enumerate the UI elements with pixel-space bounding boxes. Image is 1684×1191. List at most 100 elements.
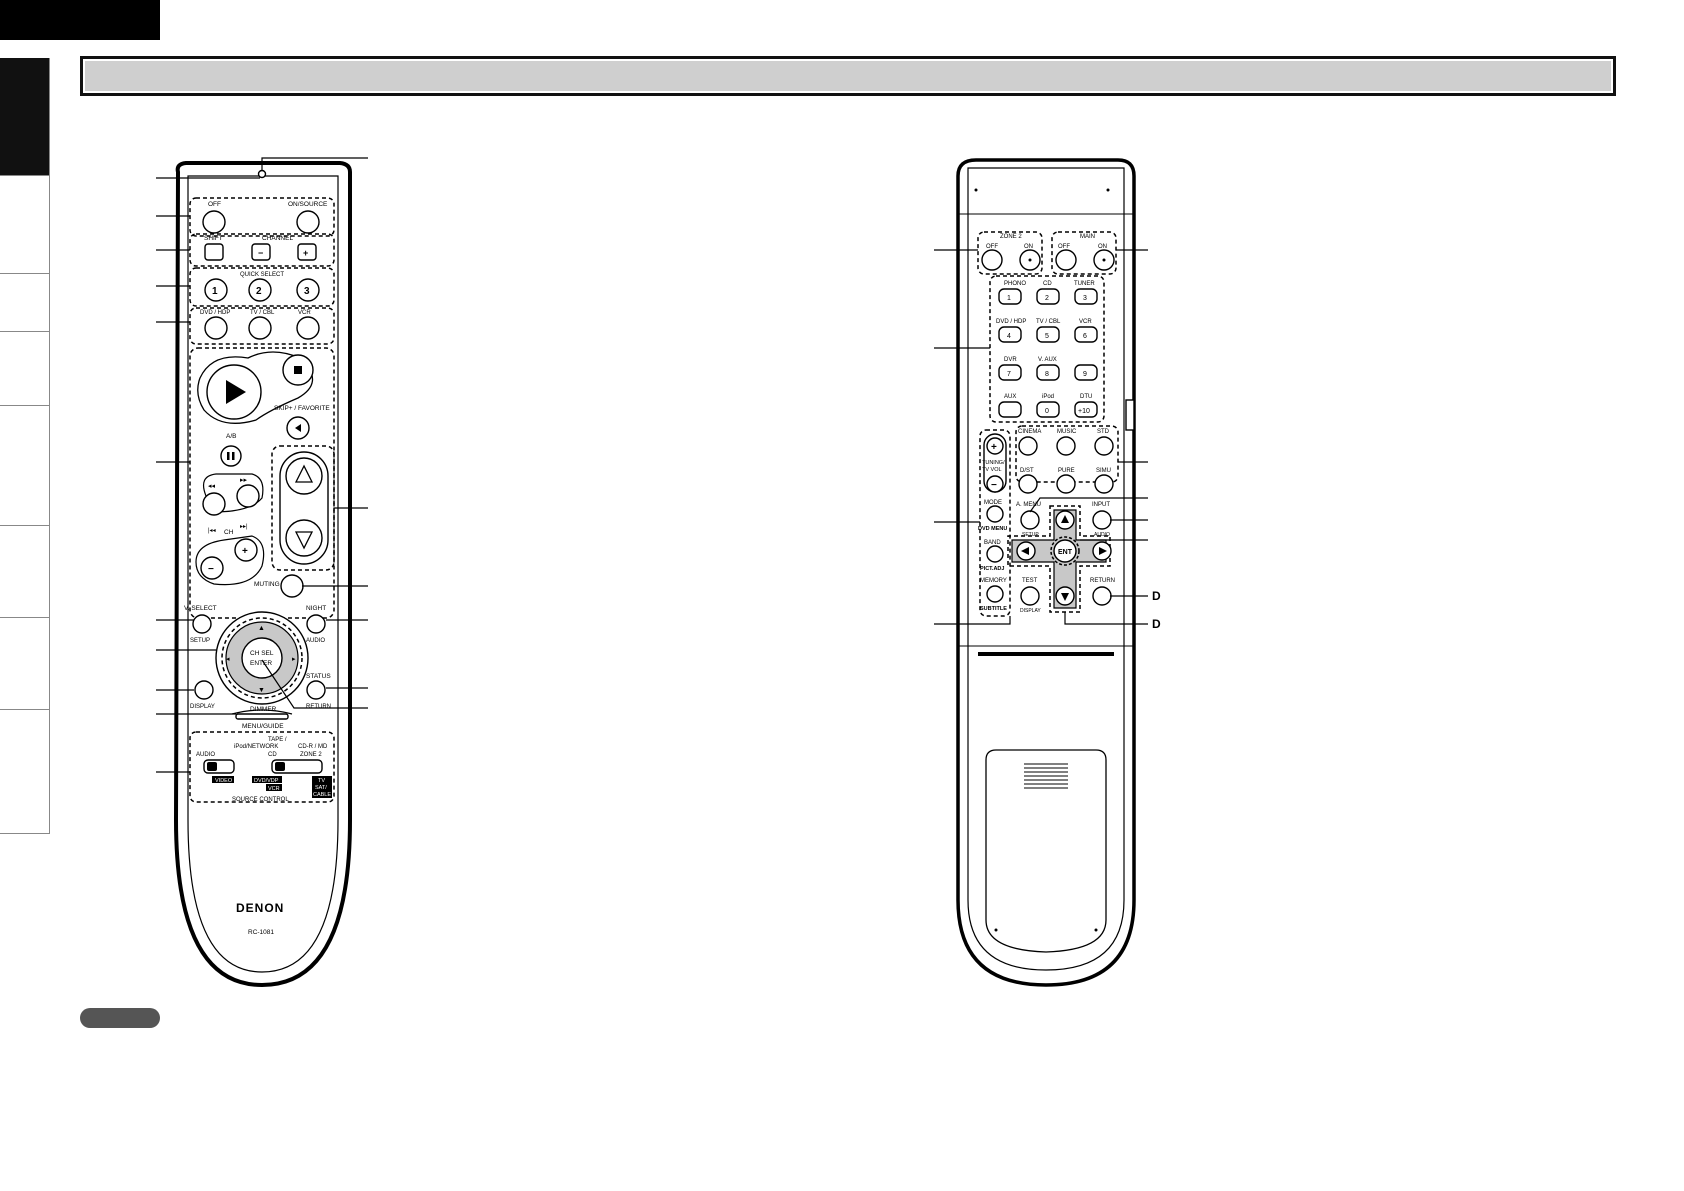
prev-track-icon: |◂◂ bbox=[208, 528, 216, 534]
dimmer-button[interactable] bbox=[235, 713, 289, 720]
muting-button[interactable] bbox=[280, 574, 304, 598]
quick-select-3-button[interactable] bbox=[296, 278, 320, 302]
ch-plus-button[interactable] bbox=[234, 538, 258, 562]
side-tab-active[interactable] bbox=[0, 58, 50, 176]
side-tab-7[interactable] bbox=[0, 618, 50, 710]
side-tab-5[interactable] bbox=[0, 406, 50, 526]
memory-button[interactable] bbox=[986, 585, 1004, 603]
dvd-vdp-tag bbox=[252, 776, 282, 783]
cursor-down-icon[interactable]: ▼ bbox=[258, 687, 265, 694]
ch-minus-button[interactable] bbox=[200, 556, 224, 580]
menu-guide-label: MENU/GUIDE bbox=[242, 723, 284, 730]
night-button[interactable] bbox=[306, 614, 326, 634]
zone2-label: ZONE 2 bbox=[1000, 234, 1022, 240]
mode-label: MODE bbox=[984, 500, 1002, 506]
key-tuner-name: TUNER bbox=[1074, 281, 1095, 287]
key-9-label: 9 bbox=[1083, 371, 1087, 378]
volume-up-button[interactable] bbox=[285, 457, 323, 495]
input-label: INPUT bbox=[1092, 502, 1110, 508]
zone2-off-button[interactable] bbox=[981, 249, 1003, 271]
cursor-up-icon[interactable]: ▲ bbox=[258, 625, 265, 632]
quick-select-1-button[interactable] bbox=[204, 278, 228, 302]
cinema-button[interactable] bbox=[1018, 436, 1038, 456]
input-button[interactable] bbox=[1092, 510, 1112, 530]
key-1-button[interactable] bbox=[998, 288, 1022, 305]
ch-sel-label: CH SEL bbox=[250, 650, 274, 657]
on-source-button[interactable] bbox=[296, 210, 320, 234]
source-control-label: SOURCE CONTROL bbox=[232, 797, 289, 803]
cursor-left-icon[interactable]: ◂ bbox=[226, 656, 230, 663]
key-3-button[interactable] bbox=[1074, 288, 1098, 305]
remote-2: ZONE 2 OFF ON MAIN OFF ON PHONO CD TUNER… bbox=[934, 158, 1161, 987]
side-tab-4[interactable] bbox=[0, 332, 50, 406]
v-select-button[interactable] bbox=[192, 614, 212, 634]
key-aux-button[interactable] bbox=[998, 401, 1022, 418]
ent-button[interactable] bbox=[1053, 539, 1077, 563]
mode-button[interactable] bbox=[986, 505, 1004, 523]
ipod-network-label: iPod/NETWORK bbox=[234, 744, 278, 750]
side-tab-6[interactable] bbox=[0, 526, 50, 618]
tuning-plus-button[interactable] bbox=[986, 437, 1004, 455]
rewind-button[interactable] bbox=[202, 492, 226, 516]
source-dvd-label: DVD / HDP bbox=[200, 310, 230, 316]
power-off-button[interactable] bbox=[202, 210, 226, 234]
key-ipod-name: iPod bbox=[1042, 394, 1054, 400]
main-off-button[interactable] bbox=[1055, 249, 1077, 271]
language-tab bbox=[0, 0, 160, 40]
std-button[interactable] bbox=[1094, 436, 1114, 456]
a-menu-button[interactable] bbox=[1020, 510, 1040, 530]
cable-tag-label: CABLE bbox=[313, 792, 331, 798]
tuning-minus-button[interactable] bbox=[986, 475, 1004, 493]
channel-minus-button[interactable] bbox=[251, 243, 271, 261]
shift-button[interactable] bbox=[204, 243, 224, 261]
quick-select-1-label: 1 bbox=[212, 286, 218, 297]
source-dvd-button[interactable] bbox=[204, 316, 228, 340]
key-6-button[interactable] bbox=[1074, 326, 1098, 343]
key-plus10-label: +10 bbox=[1078, 408, 1090, 415]
enter-button[interactable] bbox=[241, 637, 283, 679]
muting-label: MUTING bbox=[254, 581, 280, 588]
status-button[interactable] bbox=[306, 680, 326, 700]
pause-button[interactable] bbox=[220, 445, 242, 467]
display-button[interactable] bbox=[194, 680, 214, 700]
band-button[interactable] bbox=[986, 545, 1004, 563]
key-7-button[interactable] bbox=[998, 364, 1022, 381]
source-vcr-button[interactable] bbox=[296, 316, 320, 340]
key-phono-name: PHONO bbox=[1004, 281, 1026, 287]
sat-tag-label: SAT/ bbox=[315, 785, 327, 791]
key-2-button[interactable] bbox=[1036, 288, 1060, 305]
play-icon bbox=[226, 380, 246, 404]
test-button[interactable] bbox=[1020, 586, 1040, 606]
vcr-tag-label: VCR bbox=[268, 786, 280, 792]
fast-forward-button[interactable] bbox=[236, 484, 260, 508]
status-label: STATUS bbox=[306, 673, 331, 680]
key-5-button[interactable] bbox=[1036, 326, 1060, 343]
side-tab-2[interactable] bbox=[0, 176, 50, 274]
pure-button[interactable] bbox=[1056, 474, 1076, 494]
side-tab-3[interactable] bbox=[0, 274, 50, 332]
video-tag-label: VIDEO bbox=[215, 778, 233, 784]
key-4-button[interactable] bbox=[998, 326, 1022, 343]
quick-select-3-label: 3 bbox=[304, 286, 310, 297]
shift-label: SHIFT bbox=[204, 235, 223, 242]
display-label: DISPLAY bbox=[190, 704, 215, 710]
return2-button[interactable] bbox=[1092, 586, 1112, 606]
side-tab-8[interactable] bbox=[0, 710, 50, 834]
key-8-button[interactable] bbox=[1036, 364, 1060, 381]
quick-select-2-button[interactable] bbox=[248, 278, 272, 302]
dst-button[interactable] bbox=[1018, 474, 1038, 494]
source-tv-button[interactable] bbox=[248, 316, 272, 340]
key-9-button[interactable] bbox=[1074, 364, 1098, 381]
dimmer-arc bbox=[231, 709, 293, 715]
key-plus10-button[interactable] bbox=[1074, 401, 1098, 418]
cursor-right-icon[interactable]: ▸ bbox=[292, 656, 296, 663]
music-button[interactable] bbox=[1056, 436, 1076, 456]
simu-button[interactable] bbox=[1094, 474, 1114, 494]
callout-d-2: D bbox=[1152, 617, 1161, 631]
ch-minus-label: − bbox=[208, 564, 214, 575]
dst-label: D/ST bbox=[1020, 468, 1034, 474]
channel-plus-button[interactable] bbox=[297, 243, 317, 261]
volume-down-button[interactable] bbox=[285, 519, 323, 557]
key-0-button[interactable] bbox=[1036, 401, 1060, 418]
